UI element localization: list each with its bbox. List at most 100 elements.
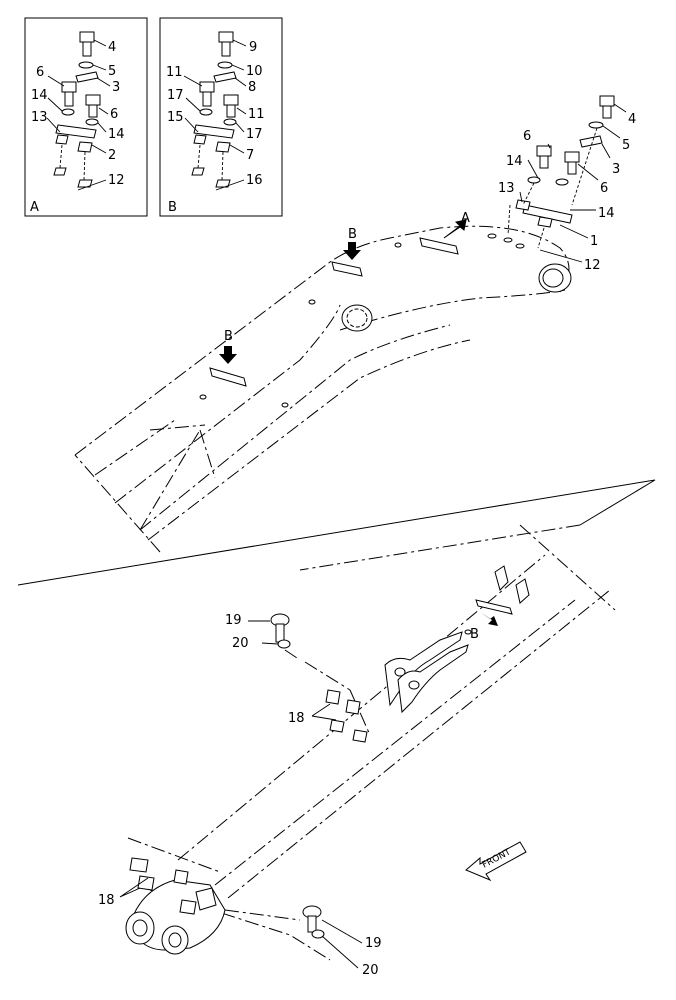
foot-pin-boss xyxy=(538,263,572,293)
inset-label: B xyxy=(168,200,177,215)
washer-icon xyxy=(527,176,541,184)
clamp-plate-icon xyxy=(579,135,603,148)
bolt-icon xyxy=(85,94,101,118)
view-marker-b: B xyxy=(343,227,361,260)
arrow-icon xyxy=(480,612,498,626)
bolt-icon xyxy=(536,145,552,169)
hose-clamp xyxy=(331,261,363,277)
callout-label: 18 xyxy=(288,711,305,726)
pad-icon xyxy=(191,167,205,176)
callout-label: 5 xyxy=(622,138,630,153)
inset-label: A xyxy=(30,200,39,215)
spacer-icon xyxy=(55,134,69,145)
pad-icon xyxy=(53,167,67,176)
view-marker-label: B xyxy=(470,627,479,642)
callout-label: 14 xyxy=(598,206,615,221)
callout-label: 11 xyxy=(166,65,183,80)
spacer-icon xyxy=(537,216,553,228)
bolt-icon xyxy=(61,81,77,107)
clamp xyxy=(173,869,189,885)
clamp xyxy=(352,729,368,743)
view-marker-b-lower: B xyxy=(470,612,498,642)
callout-label: 7 xyxy=(246,148,254,163)
callout-label: 3 xyxy=(112,80,120,95)
bolt-icon xyxy=(223,94,239,118)
inset-a: 4 5 6 3 14 6 13 14 2 12 A xyxy=(24,17,148,217)
callout-label: 15 xyxy=(167,110,184,125)
callout-label: 3 xyxy=(612,162,620,177)
arrow-icon xyxy=(219,346,237,364)
view-marker-b: B xyxy=(219,329,237,364)
view-marker-a: A xyxy=(443,211,470,239)
washer-icon xyxy=(555,178,569,186)
bolt-icon xyxy=(270,613,290,643)
bracket xyxy=(397,644,469,714)
callout-label: 20 xyxy=(232,636,249,651)
callout-label: 19 xyxy=(365,936,382,951)
arm-lower: 19 20 18 18 19 20 xyxy=(98,524,616,978)
front-direction-indicator: FRONT xyxy=(465,841,527,882)
washer-icon xyxy=(61,108,75,116)
callout-label: 8 xyxy=(248,80,256,95)
callout-label: 5 xyxy=(108,64,116,79)
inset-b-frame xyxy=(159,17,283,217)
clamp xyxy=(179,899,197,915)
bolt-icon xyxy=(599,95,615,119)
inset-a-frame xyxy=(24,17,148,217)
arrow-icon xyxy=(343,242,361,260)
callout-label: 13 xyxy=(498,181,515,196)
pad-icon xyxy=(215,179,231,188)
callout-label: 12 xyxy=(108,173,125,188)
clamp xyxy=(129,857,149,873)
view-marker-label: B xyxy=(348,227,357,242)
callout-label: 18 xyxy=(98,893,115,908)
callout-label: 14 xyxy=(31,88,48,103)
clamp-plate-icon xyxy=(75,71,99,83)
callout-label: 1 xyxy=(590,234,598,249)
washer-icon xyxy=(588,121,604,129)
callout-label: 19 xyxy=(225,613,242,628)
spacer-icon xyxy=(193,134,207,145)
bolt-icon xyxy=(302,905,322,933)
pad-icon xyxy=(77,179,93,188)
inset-b: 9 11 10 8 17 11 15 17 7 16 B xyxy=(159,17,283,217)
callout-label: 2 xyxy=(108,148,116,163)
callout-label: 6 xyxy=(110,107,118,122)
spacer-icon xyxy=(215,141,231,153)
clamp-plate-icon xyxy=(193,124,235,139)
exploded-clamp-assembly: 4 6 5 14 3 13 6 14 1 12 xyxy=(498,95,636,273)
bolt-icon xyxy=(218,31,234,57)
callout-label: 16 xyxy=(246,173,263,188)
callout-label: 6 xyxy=(36,65,44,80)
callout-label: 4 xyxy=(108,40,116,55)
clamp-plate-icon xyxy=(55,124,97,139)
clamp-plate-icon xyxy=(213,71,237,83)
washer-icon xyxy=(217,61,233,69)
callout-label: 9 xyxy=(249,40,257,55)
hose-clamp xyxy=(475,599,513,615)
hose-clamp xyxy=(419,237,459,255)
boom-upper xyxy=(74,225,572,553)
washer-icon xyxy=(277,639,291,649)
fitting xyxy=(494,565,509,591)
clamp xyxy=(345,699,361,715)
bolt-icon xyxy=(564,151,580,175)
washer-icon xyxy=(85,118,99,126)
callout-label: 6 xyxy=(600,181,608,196)
clamp xyxy=(329,719,345,733)
callout-label: 10 xyxy=(246,64,263,79)
clamp-plate-icon xyxy=(522,204,573,224)
callout-label: 14 xyxy=(506,154,523,169)
callout-label: 17 xyxy=(167,88,184,103)
front-arrow-icon xyxy=(465,841,527,882)
washer-icon xyxy=(199,108,213,116)
bolt-icon xyxy=(79,31,95,57)
spacer-icon xyxy=(515,199,531,211)
callout-label: 4 xyxy=(628,112,636,127)
arrow-icon xyxy=(443,219,467,239)
hose-clamp xyxy=(209,367,247,387)
bolt-icon xyxy=(199,81,215,107)
callout-label: 13 xyxy=(31,110,48,125)
washer-icon xyxy=(223,118,237,126)
